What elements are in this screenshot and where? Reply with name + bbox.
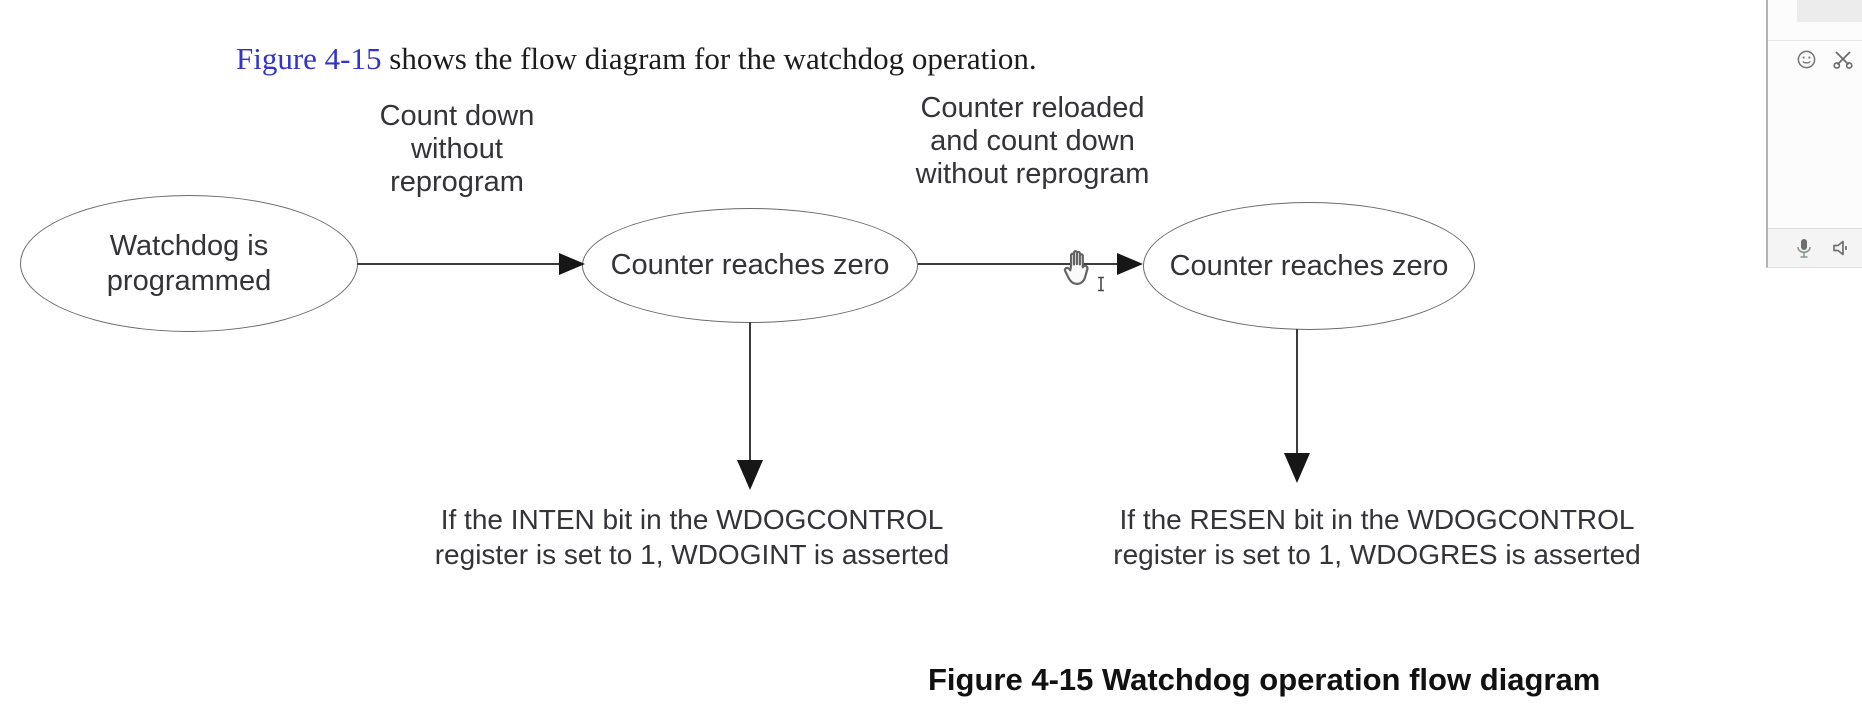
node-label: Counter reaches zero	[1169, 249, 1449, 282]
text-caret-icon	[1096, 276, 1106, 292]
side-panel	[1766, 0, 1862, 268]
speaker-icon[interactable]	[1830, 237, 1852, 259]
edge-label-counter-reloaded: Counter reloaded and count down without …	[915, 92, 1150, 190]
panel-divider	[1768, 40, 1862, 41]
microphone-icon[interactable]	[1793, 237, 1815, 259]
panel-bottom-strip	[1768, 228, 1862, 267]
panel-icons-top	[1768, 48, 1862, 70]
arrowhead-down-1	[737, 460, 763, 490]
arrowhead-right-1	[559, 253, 585, 275]
arrowhead-down-2	[1284, 453, 1310, 483]
panel-top-box	[1797, 0, 1862, 22]
edge-label-count-down: Count down without reprogram	[379, 100, 535, 198]
node-counter-reaches-zero-2: Counter reaches zero	[1143, 202, 1475, 330]
note-inten-wdogint: If the INTEN bit in the WDOGCONTROL regi…	[434, 504, 950, 570]
intro-sentence: Figure 4-15 shows the flow diagram for t…	[236, 41, 1037, 77]
arrow-line-1	[357, 263, 561, 265]
intro-text: shows the flow diagram for the watchdog …	[381, 41, 1037, 76]
node-label: Counter reaches zero	[610, 249, 890, 282]
note-resen-wdogres: If the RESEN bit in the WDOGCONTROL regi…	[1113, 504, 1641, 570]
figure-link[interactable]: Figure 4-15	[236, 41, 382, 76]
arrow-line-2	[918, 263, 1119, 265]
hand-cursor-icon	[1056, 243, 1100, 291]
scissors-icon[interactable]	[1832, 48, 1854, 70]
node-watchdog-programmed: Watchdog is programmed	[20, 195, 358, 332]
arrowhead-right-2	[1117, 253, 1143, 275]
emoji-icon[interactable]	[1795, 48, 1817, 70]
arrow-line-down-2	[1296, 329, 1298, 455]
arrow-line-down-1	[749, 322, 751, 462]
node-label: Watchdog is programmed	[106, 230, 272, 297]
node-counter-reaches-zero-1: Counter reaches zero	[582, 208, 918, 323]
figure-caption: Figure 4-15 Watchdog operation flow diag…	[928, 662, 1601, 697]
